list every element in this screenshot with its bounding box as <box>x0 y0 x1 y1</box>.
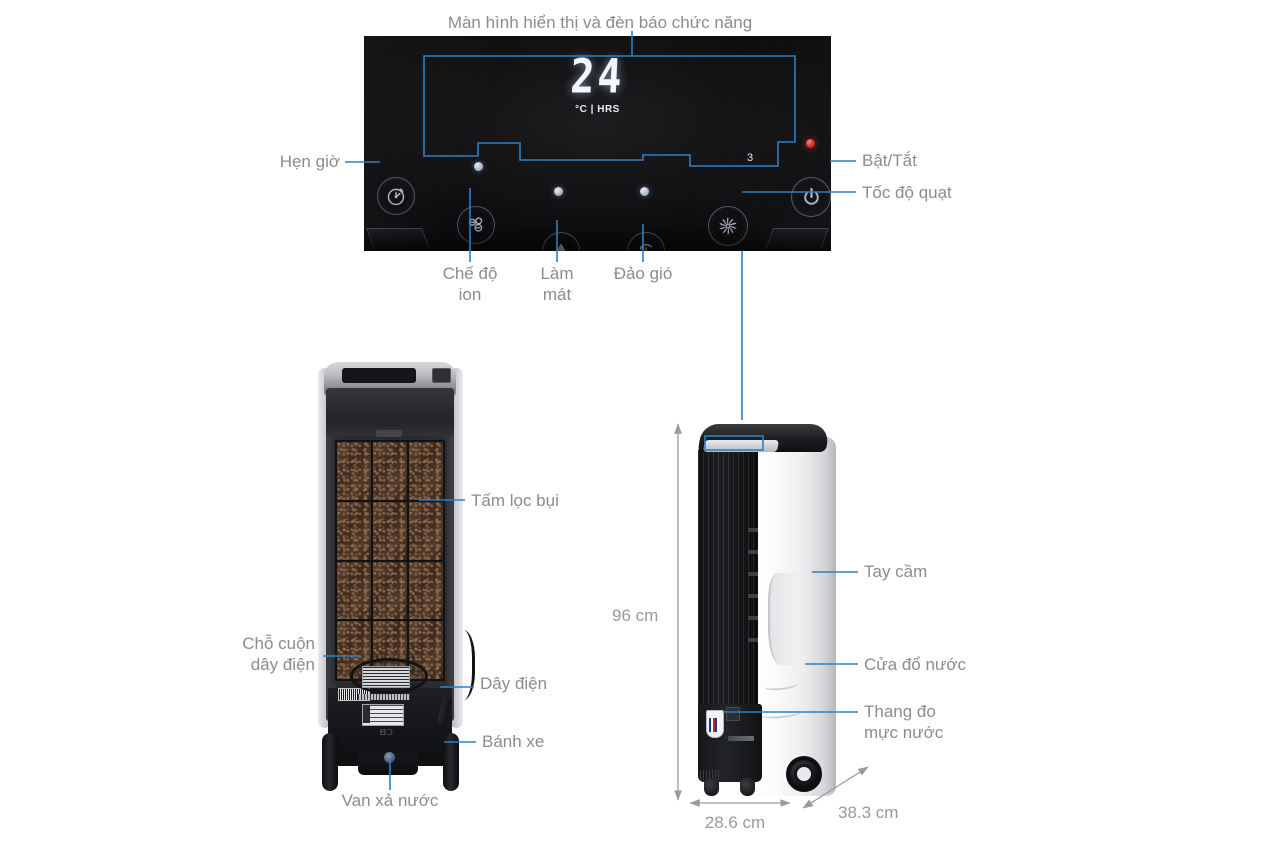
power-cord-wire <box>446 630 475 700</box>
rear-spec-plate <box>362 666 410 688</box>
control-panel: 24 °C | HRS 3 <box>364 36 831 251</box>
side-caster-front <box>704 778 719 796</box>
dust-filter-label: Tấm lọc bụi <box>471 491 559 510</box>
power-led <box>806 139 815 148</box>
filter-cell <box>409 561 443 620</box>
rear-base-plate <box>358 753 418 775</box>
wheel-label: Bánh xe <box>482 732 545 751</box>
panel-bottom-shadow <box>364 225 831 251</box>
temperature-display: 24 <box>569 49 626 105</box>
fan-speed-indicator: 3 <box>747 152 754 164</box>
side-vent-marks <box>748 528 758 658</box>
height-dimension-label: 96 cm <box>612 606 659 625</box>
rear-label-mark <box>363 705 370 723</box>
cool-label: Làm mát <box>540 264 574 304</box>
panel-title-label: Màn hình hiển thị và đèn báo chức năng <box>447 13 753 32</box>
filter-cell <box>373 442 407 500</box>
rear-vent-strip <box>358 694 410 700</box>
water-level-gauge <box>728 736 754 741</box>
drain-valve-label: Van xả nước <box>341 791 439 810</box>
filter-cell <box>409 442 443 500</box>
tank-badge-stripe <box>709 718 719 732</box>
filter-cell <box>337 442 371 500</box>
rear-view-product: ᗺᑐ <box>318 358 475 791</box>
timer-icon <box>387 188 405 206</box>
timer-label: Hẹn giờ <box>279 152 340 171</box>
depth-dimension-label: 38.3 cm <box>838 803 899 822</box>
dust-filter-panel <box>333 438 447 683</box>
side-handle <box>768 573 800 665</box>
side-bottom-vent <box>700 770 720 780</box>
rear-top-small-panel <box>432 368 451 383</box>
swing-led <box>640 187 649 196</box>
rear-symbol-mark: ᗺᑐ <box>380 728 394 737</box>
power-button[interactable] <box>791 177 831 217</box>
rear-handle-tab <box>376 430 402 437</box>
power-label: Bật/Tắt <box>862 151 917 170</box>
cord-storage-label: Chỗ cuộn dây điện <box>242 634 315 674</box>
power-cord-label: Dây điện <box>480 674 548 693</box>
handle-label: Tay cầm <box>864 562 928 581</box>
ion-mode-label: Chế độ ion <box>442 264 498 304</box>
rear-top-window <box>342 368 416 383</box>
side-top-control-strip <box>703 440 779 452</box>
rear-upper-block <box>326 388 454 436</box>
filter-cell <box>373 561 407 620</box>
drain-valve <box>384 752 395 763</box>
width-dimension-label: 28.6 cm <box>704 813 766 832</box>
filter-cell <box>337 501 371 560</box>
power-icon <box>803 187 819 205</box>
ion-led <box>474 162 483 171</box>
cool-led <box>554 187 563 196</box>
side-wheel-hub <box>794 764 814 784</box>
filter-cell <box>373 501 407 560</box>
tank-small-panel <box>726 707 740 721</box>
side-caster-rear <box>740 778 755 796</box>
filter-cell <box>337 561 371 620</box>
water-gauge-label: Thang đo mực nước <box>864 702 944 742</box>
rear-rating-label <box>362 704 404 726</box>
water-door-label: Cửa đổ nước <box>864 655 966 674</box>
filter-cell <box>409 501 443 560</box>
rear-wheel-left <box>322 733 338 791</box>
rear-wheel-right <box>443 733 459 791</box>
display-units-label: °C | HRS <box>575 104 620 115</box>
swing-label: Đảo gió <box>613 264 673 283</box>
side-view-product <box>690 418 850 808</box>
timer-button[interactable] <box>377 177 415 215</box>
fan-speed-label: Tốc độ quạt <box>862 183 952 202</box>
